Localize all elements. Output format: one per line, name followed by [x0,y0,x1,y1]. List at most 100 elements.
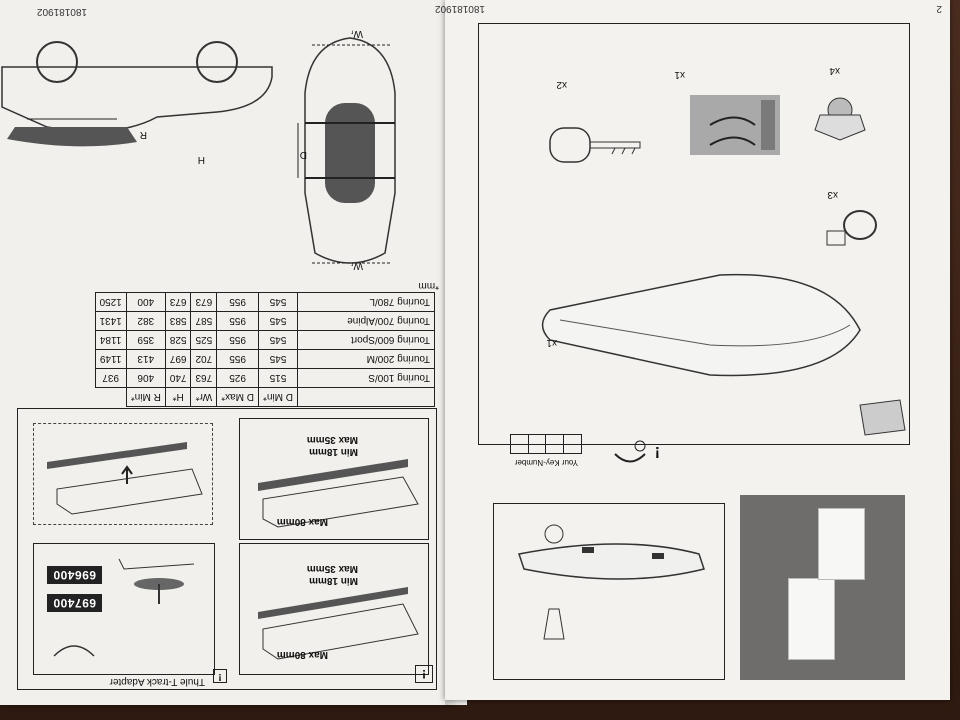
profile-1-box: Min 18mm Max 35mm Max 80mm [239,543,429,675]
table-cell: 515 [258,368,298,388]
info-icon: ! [415,665,433,683]
table-cell: 528 [165,330,191,350]
r-label: R [139,129,147,140]
profile-1-max: Max 35mm [306,563,358,574]
mounting-grip-qty: x4 [829,65,840,76]
mounting-grip-drawing [814,97,866,141]
table-cell: 583 [165,311,191,331]
table-cell: 1184 [95,330,127,350]
table-cell: 545 [258,311,298,331]
thule-bag-drawing [690,95,780,155]
table-header: D Max* [216,387,259,407]
profile-2-min: Min 18mm [309,446,358,457]
adapter-info-icon: ! [213,669,227,683]
instruction-card-2 [818,508,865,580]
right-page: 180181902 2 x2 x1 [435,0,950,700]
table-cell: 673 [191,292,217,312]
instruction-panel-photo [740,495,905,680]
left-page: 180181902 Wᵣ Wᵣ D R [0,0,455,705]
table-header: R Min* [126,387,166,407]
table-header: H* [165,387,191,407]
part-number-697400: 697400 [46,594,102,612]
table-cell-model: Touring 700/Alpine [297,311,435,331]
profile-2-max: Max 35mm [306,434,358,445]
table-cell-model: Touring 200/M [297,349,435,369]
table-cell: 740 [165,368,191,388]
key-number-arrow [614,440,646,463]
bracket-drawing [859,399,906,436]
table-row: Touring 600/Sport 545 955 525 528 359 11… [95,330,435,350]
table-cell: 406 [126,368,166,388]
key-number-label: Your Key-Number [514,458,578,467]
right-page-number-a: 180181902 [434,3,485,14]
table-cell: 1149 [95,349,127,369]
table-cell-model: Touring 600/Sport [297,330,435,350]
table-cell: 545 [258,330,298,350]
table-header-row: D Min* D Max* Wr* H* R Min* [95,387,435,407]
velcro-strap-qty: x3 [827,189,838,200]
wr-bottom-label: Wᵣ [351,260,363,271]
roof-box-qty: x1 [546,337,557,348]
table-cell: 545 [258,349,298,369]
car-side-view-diagram [1,41,273,147]
left-page-content: 180181902 Wᵣ Wᵣ D R [0,0,455,705]
right-page-content: 180181902 2 x2 x1 [435,0,950,700]
table-cell: 702 [191,349,217,369]
adapter-tool-drawing [53,645,95,657]
adapter-title: Thule T-track Adapter [109,676,205,687]
profile-2-width: Max 80mm [276,516,328,527]
table-header [297,387,435,407]
table-cell: 673 [165,292,191,312]
table-cell: 937 [95,368,127,388]
roof-box-dispose-drawing [518,524,705,640]
table-header: D Min* [258,387,298,407]
table-row: Touring 700/Alpine 545 955 587 583 382 1… [95,311,435,331]
d-label: D [299,149,307,160]
table-cell: 382 [126,311,166,331]
car-top-view-diagram [297,37,396,264]
key-drawing [549,127,641,163]
table-row: Touring 100/S 515 925 763 740 406 937 [95,368,435,388]
key-qty: x2 [556,79,567,90]
table-row: Touring 200/M 545 955 702 697 413 1149 [95,349,435,369]
right-page-number-b: 2 [936,3,942,14]
profile-1-min: Min 18mm [309,575,358,586]
profile-2-box: Min 18mm Max 35mm Max 80mm [239,418,429,540]
table-cell: 587 [191,311,217,331]
table-cell: 763 [191,368,217,388]
instruction-card-1 [788,578,835,660]
table-cell: 955 [216,292,259,312]
table-cell: 545 [258,292,298,312]
thule-bag-lines [709,100,775,150]
dimension-table: D Min* D Max* Wr* H* R Min* Touring 100/… [95,292,435,407]
table-row: Touring 780/L 545 955 673 673 400 1250 [95,292,435,312]
profile-1-drawing [258,587,419,660]
table-cell: 400 [126,292,166,312]
profile-1-width: Max 80mm [276,649,328,660]
table-cell: 1431 [95,311,127,331]
profile-2-drawing [258,459,419,528]
thule-bag-qty: x1 [674,69,685,80]
table-cell: 955 [216,349,259,369]
part-number-696400: 696400 [46,566,102,584]
table-cell: 525 [191,330,217,350]
velcro-strap-drawing [826,210,877,246]
table-cell: 955 [216,330,259,350]
adapter-dashed-box [33,423,213,525]
instruction-panel-left [493,503,725,680]
table-cell: 413 [126,349,166,369]
table-header: Wr* [191,387,217,407]
adapter-box: 697400 696400 [33,543,215,675]
table-cell: 955 [216,311,259,331]
h-label: H [197,154,205,165]
table-cell: 1250 [95,292,127,312]
table-cell-model: Touring 780/L [297,292,435,312]
table-cell-model: Touring 100/S [297,368,435,388]
adapter-parts-drawing [118,558,195,604]
key-number-boxes [510,434,582,454]
table-cell: 925 [216,368,259,388]
wr-top-label: Wᵣ [351,28,363,39]
unit-note: *mm [418,280,439,291]
roof-box-drawing [541,273,861,377]
